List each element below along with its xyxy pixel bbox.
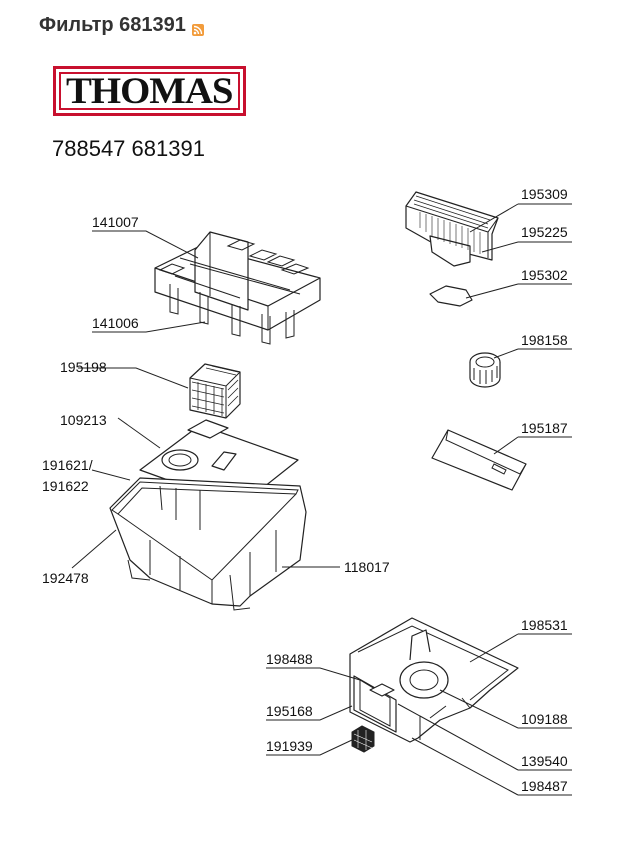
brand-logo-text: THOMAS <box>66 70 233 112</box>
part-numbers: 788547 681391 <box>52 136 205 161</box>
dust-container-part <box>109 477 307 611</box>
label-195302: 195302 <box>521 267 568 283</box>
leader-lines <box>71 203 572 796</box>
label-198488: 198488 <box>266 651 313 667</box>
label-192478: 192478 <box>42 570 89 586</box>
label-109213: 109213 <box>60 412 107 428</box>
hepa-cassette-part <box>405 191 499 267</box>
brand-logo-frame: THOMAS <box>59 72 240 110</box>
label-195168: 195168 <box>266 703 313 719</box>
label-191939: 191939 <box>266 738 313 754</box>
label-141007: 141007 <box>92 214 139 230</box>
ring-part <box>469 352 501 388</box>
grille-cover-part <box>431 429 527 491</box>
label-195309: 195309 <box>521 186 568 202</box>
label-195225: 195225 <box>521 224 568 240</box>
page-title: Фильтр 681391 <box>39 14 204 37</box>
filter-pad-part <box>429 285 473 307</box>
brand-logo: THOMAS <box>53 66 246 116</box>
rss-icon[interactable] <box>191 23 204 36</box>
label-198487: 198487 <box>521 778 568 794</box>
filter-holder-part <box>349 617 519 753</box>
filter-cage-part <box>154 231 321 345</box>
cube-filter-part <box>189 363 241 419</box>
label-191622: 191622 <box>42 478 89 494</box>
label-198158: 198158 <box>521 332 568 348</box>
label-109188: 109188 <box>521 711 568 727</box>
label-198531: 198531 <box>521 617 568 633</box>
page-title-text: Фильтр 681391 <box>39 14 186 36</box>
label-195198: 195198 <box>60 359 107 375</box>
label-195187: 195187 <box>521 420 568 436</box>
label-141006: 141006 <box>92 315 139 331</box>
label-118017: 118017 <box>344 559 390 575</box>
label-139540: 139540 <box>521 753 568 769</box>
label-191621: 191621/ <box>42 457 93 473</box>
